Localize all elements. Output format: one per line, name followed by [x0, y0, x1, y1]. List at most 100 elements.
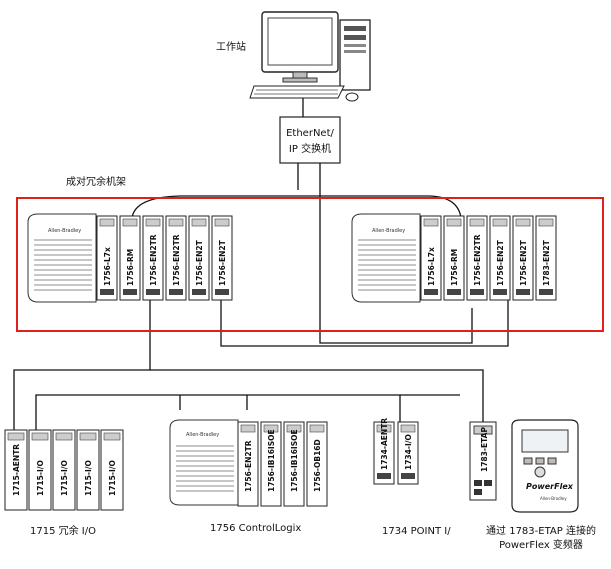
workstation-label: 工作站	[216, 40, 246, 53]
ethernet-port-icon	[539, 289, 553, 295]
module-status-display	[99, 218, 115, 227]
redundancy-frame	[16, 197, 604, 332]
module-status-display	[515, 218, 531, 227]
tower-icon	[339, 19, 371, 91]
io-module: 1756-EN2T	[512, 215, 534, 301]
monitor-icon	[261, 11, 339, 83]
mouse-icon	[345, 92, 359, 102]
ethernet-port-icon	[100, 289, 114, 295]
module-label: 1756-OB16D	[313, 439, 322, 492]
module-status-display	[263, 424, 279, 433]
ethernet-port-icon	[470, 289, 484, 295]
module-label: 1756-L7x	[427, 247, 436, 286]
rack-1756: Allen-Bradley 1756-EN2TR 1756-IB16ISOE 175…	[169, 419, 328, 534]
drive-brand: PowerFlex	[526, 482, 574, 491]
ethernet-port-icon	[447, 289, 461, 295]
module-label: 1756-L7x	[103, 247, 112, 286]
io-1756-label: 1756 ControlLogix	[210, 523, 301, 534]
network-wiring	[13, 98, 509, 430]
etap-module: 1783-ETAP	[469, 421, 497, 501]
module-label: 1756-RM	[450, 249, 459, 286]
ethernet-port-icon	[493, 289, 507, 295]
module-label: 1756-EN2T	[496, 239, 505, 286]
rack-1756-brand: Allen-Bradley	[186, 432, 219, 438]
module-label: 1756-IB16ISOE	[267, 429, 276, 492]
ethernet-port-icon	[146, 289, 160, 295]
io-module: 1756-RM	[443, 215, 465, 301]
io-module: 1715-I/O	[76, 429, 100, 511]
ethernet-switch: EtherNet/ IP 交换机	[279, 116, 341, 164]
io-1734-label: 1734 POINT I/	[382, 526, 451, 537]
module-status-display	[103, 432, 121, 441]
ethernet-port-icon	[169, 289, 183, 295]
io-module: 1756-RM	[119, 215, 141, 301]
chassis-right: Allen-Bradley 1756-L7x 1756-RM 1756-EN2TR 1…	[351, 213, 557, 303]
rack-1715: 1715-AENTR 1715-I/O 1715-I/O 1715-I/O 1715-I…	[4, 429, 124, 537]
module-label: 1783-EN2T	[542, 239, 551, 286]
ethernet-port-icon	[215, 289, 229, 295]
powerflex-label-line2: PowerFlex 变频器	[499, 538, 583, 551]
etap-label: 1783-ETAP	[480, 427, 489, 472]
module-label: 1756-EN2TR	[149, 234, 158, 286]
module-status-display	[492, 218, 508, 227]
module-status-display	[191, 218, 207, 227]
module-status-display	[79, 432, 97, 441]
io-module: 1715-I/O	[28, 429, 52, 511]
io-module: 1756-EN2TR	[466, 215, 488, 301]
io-module: 1734-I/O	[397, 421, 419, 485]
switch-label-line1: EtherNet/	[286, 128, 334, 139]
ethernet-port-icon	[377, 473, 391, 479]
io-module: 1756-L7x	[96, 215, 118, 301]
drive-keypad-icon	[523, 457, 557, 478]
module-label: 1715-I/O	[60, 460, 69, 496]
io-module: 1756-L7x	[420, 215, 442, 301]
ethernet-port-icon	[424, 289, 438, 295]
redundant-chassis-label: 成对冗余机架	[66, 175, 126, 188]
io-module: 1756-IB16ISOE	[283, 421, 305, 507]
module-status-display	[55, 432, 73, 441]
chassis-right-vents	[358, 239, 416, 291]
module-label: 1734-I/O	[404, 434, 413, 470]
io-module: 1715-AENTR	[4, 429, 28, 511]
ethernet-port-icon	[123, 289, 137, 295]
module-label: 1734-AENTR	[380, 418, 389, 470]
module-status-display	[376, 424, 392, 433]
chassis-left: Allen-Bradley 1756-L7x 1756-RM 1756-EN2TR 1…	[27, 213, 233, 303]
io-module: 1756-OB16D	[306, 421, 328, 507]
rack-1734: 1734-AENTR 1734-I/O 1734 POINT I/	[373, 418, 451, 537]
module-status-display	[168, 218, 184, 227]
module-status-display	[145, 218, 161, 227]
io-module: 1783-EN2T	[535, 215, 557, 301]
io-module: 1756-EN2T	[489, 215, 511, 301]
module-status-display	[122, 218, 138, 227]
module-status-display	[538, 218, 554, 227]
module-status-display	[286, 424, 302, 433]
module-status-display	[309, 424, 325, 433]
io-module: 1756-IB16ISOE	[260, 421, 282, 507]
powerflex-drive: PowerFlex Allen-Bradley 通过 1783-ETAP 连接的…	[486, 419, 596, 551]
io-module: 1756-EN2TR	[142, 215, 164, 301]
module-label: 1715-I/O	[108, 460, 117, 496]
module-label: 1756-IB16ISOE	[290, 429, 299, 492]
chassis-left-vents	[34, 239, 92, 291]
module-status-display	[214, 218, 230, 227]
module-label: 1715-I/O	[84, 460, 93, 496]
keyboard-icon	[249, 85, 345, 99]
module-label: 1756-EN2TR	[244, 440, 253, 492]
io-module: 1715-I/O	[100, 429, 124, 511]
drive-maker: Allen-Bradley	[540, 496, 567, 501]
chassis-left-brand: Allen-Bradley	[48, 228, 81, 234]
module-label: 1756-EN2TR	[172, 234, 181, 286]
module-label: 1756-EN2T	[519, 239, 528, 286]
module-status-display	[7, 432, 25, 441]
io-module: 1756-EN2T	[211, 215, 233, 301]
chassis-right-brand: Allen-Bradley	[372, 228, 405, 234]
switch-label-line2: IP 交换机	[289, 142, 331, 155]
module-label: 1756-RM	[126, 249, 135, 286]
module-status-display	[400, 424, 416, 433]
io-module: 1756-EN2TR	[237, 421, 259, 507]
io-module: 1756-EN2T	[188, 215, 210, 301]
module-label: 1715-I/O	[36, 460, 45, 496]
module-label: 1715-AENTR	[12, 444, 21, 496]
